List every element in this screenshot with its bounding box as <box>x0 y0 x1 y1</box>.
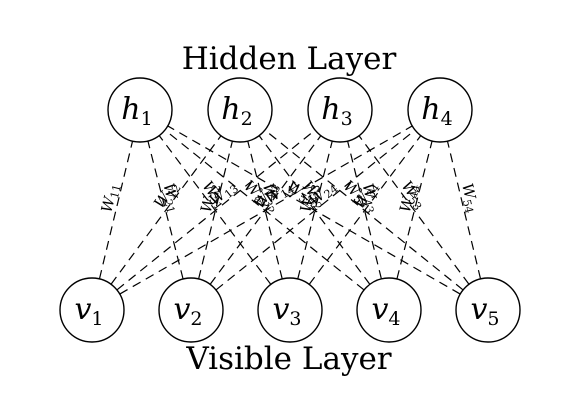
visible-node-v5: v5 <box>455 277 521 343</box>
edge-v3-h4 <box>308 135 422 285</box>
hidden-node-label: h3 <box>321 92 352 130</box>
visible-node-label: v2 <box>173 292 202 330</box>
weight-label-54: W54 <box>456 181 482 214</box>
visible-node-label: v1 <box>74 292 103 330</box>
edge-v5-h4 <box>446 140 482 280</box>
weight-label-21: W21 <box>157 181 184 214</box>
weight-label-44: W44 <box>396 181 423 214</box>
edge-v5-h1 <box>167 125 461 295</box>
weight-label-22: W22 <box>197 181 223 214</box>
visible-node-label: v5 <box>470 292 499 330</box>
visible-node-label: v3 <box>272 292 301 330</box>
hidden-node-h4: h4 <box>407 77 473 143</box>
edge-group <box>98 125 482 295</box>
hidden-node-label: h2 <box>221 92 252 130</box>
weight-label-14: W14 <box>262 177 297 209</box>
edge-v5-h3 <box>358 135 470 285</box>
visible-node-v3: v3 <box>257 277 323 343</box>
hidden-node-h3: h3 <box>307 77 373 143</box>
visible-node-v2: v2 <box>158 277 224 343</box>
visible-node-v4: v4 <box>356 277 422 343</box>
weight-label-51: W51 <box>283 177 318 209</box>
edge-v2-h1 <box>147 140 184 280</box>
edge-v1-h1 <box>98 140 134 280</box>
edge-v1-h2 <box>110 135 222 285</box>
hidden-layer-title: Hidden Layer <box>182 41 397 77</box>
edge-v3-h3 <box>297 140 333 280</box>
visible-node-v1: v1 <box>59 277 125 343</box>
weight-label-32: W32 <box>257 181 284 214</box>
weight-label-43: W43 <box>357 181 383 214</box>
edge-v3-h1 <box>158 135 272 285</box>
edge-v2-h4 <box>215 129 416 291</box>
weight-label-11: W11 <box>97 181 123 214</box>
node-group: h1 h2 h3 h4 v1 v2 v3 v4 v5 <box>59 77 521 343</box>
hidden-node-h2: h2 <box>207 77 273 143</box>
edge-v3-h2 <box>247 140 283 280</box>
edge-v4-h4 <box>396 140 433 280</box>
hidden-node-label: h4 <box>421 92 452 130</box>
edge-v1-h3 <box>116 129 316 291</box>
edge-v2-h2 <box>198 140 233 280</box>
visible-node-label: v4 <box>371 292 400 330</box>
hidden-node-h1: h1 <box>107 77 173 143</box>
edge-v2-h3 <box>209 135 322 285</box>
edge-v5-h2 <box>264 129 464 291</box>
weight-label-33: W33 <box>296 181 323 214</box>
hidden-node-label: h1 <box>121 92 152 130</box>
visible-layer-title: Visible Layer <box>185 341 391 377</box>
edge-v4-h3 <box>347 140 382 280</box>
edge-v4-h1 <box>164 129 365 291</box>
